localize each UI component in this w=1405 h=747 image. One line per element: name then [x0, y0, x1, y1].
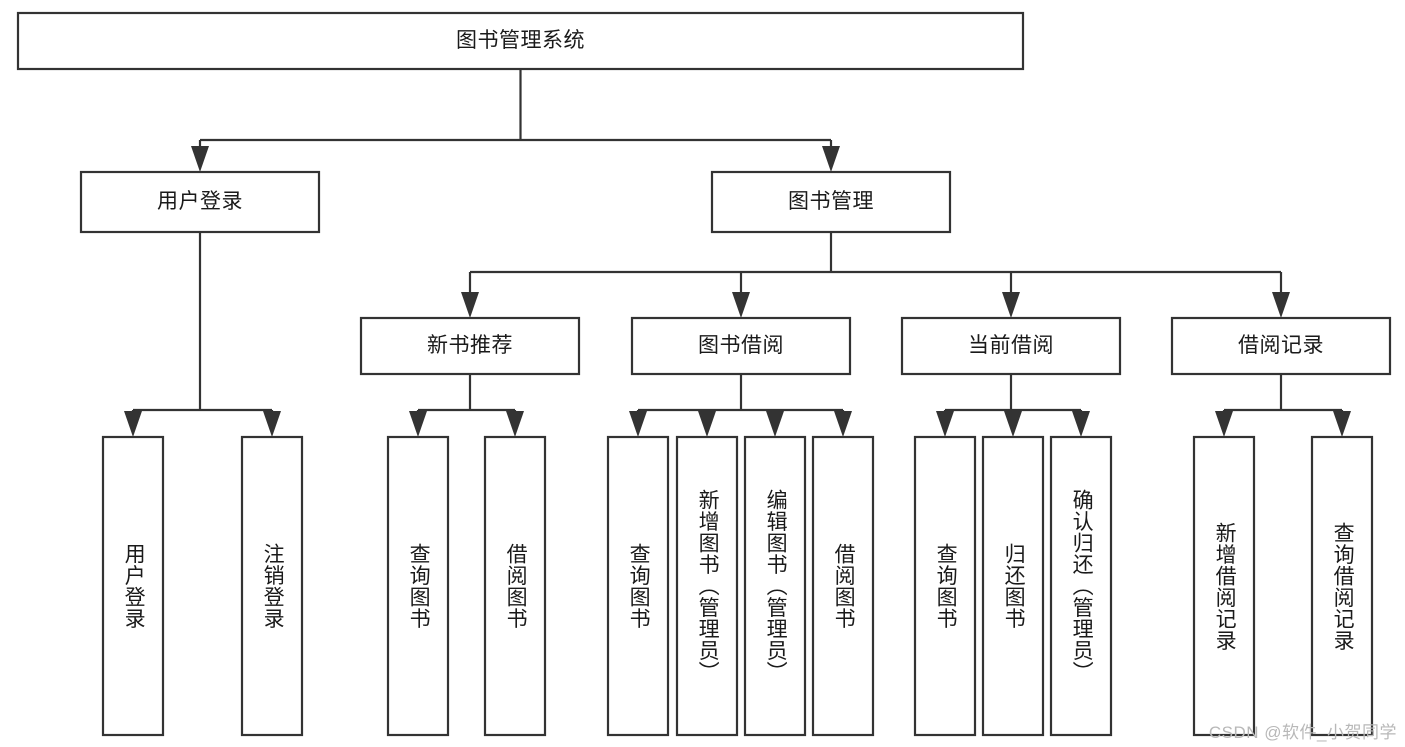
node-box-leaf-7[interactable]	[811, 435, 875, 737]
arrow-down-icon-借阅记录-leaf-0	[1215, 411, 1233, 437]
node-box-leaf-11[interactable]	[1192, 435, 1256, 737]
arrow-down-icon-图书借阅-leaf-0	[629, 411, 647, 437]
arrow-down-icon-level1-1	[822, 146, 840, 172]
node-box-level1-0[interactable]	[79, 170, 321, 234]
node-box-level2-1[interactable]	[630, 316, 852, 376]
node-box-leaf-3[interactable]	[483, 435, 547, 737]
arrow-down-icon-level2-0	[461, 292, 479, 318]
arrow-down-icon-图书借阅-leaf-3	[834, 411, 852, 437]
arrow-down-icon-当前借阅-leaf-1	[1004, 411, 1022, 437]
node-box-leaf-0[interactable]	[101, 435, 165, 737]
node-boxes-group	[16, 11, 1392, 737]
arrow-down-icon-图书借阅-leaf-2	[766, 411, 784, 437]
node-box-level2-0[interactable]	[359, 316, 581, 376]
arrow-down-icon-level2-1	[732, 292, 750, 318]
node-box-leaf-5[interactable]	[675, 435, 739, 737]
arrow-down-icon-当前借阅-leaf-2	[1072, 411, 1090, 437]
node-box-root[interactable]	[16, 11, 1025, 71]
arrow-down-icon-level1-0	[191, 146, 209, 172]
arrow-down-icon-当前借阅-leaf-0	[936, 411, 954, 437]
node-box-level2-2[interactable]	[900, 316, 1122, 376]
node-box-leaf-4[interactable]	[606, 435, 670, 737]
arrow-down-icon-level2-2	[1002, 292, 1020, 318]
connector-lines-group	[124, 69, 1351, 437]
node-box-leaf-9[interactable]	[981, 435, 1045, 737]
arrow-down-icon-新书推荐-leaf-0	[409, 411, 427, 437]
arrow-down-icon-level2-3	[1272, 292, 1290, 318]
node-box-leaf-8[interactable]	[913, 435, 977, 737]
node-box-leaf-2[interactable]	[386, 435, 450, 737]
arrow-down-icon-新书推荐-leaf-1	[506, 411, 524, 437]
node-box-leaf-10[interactable]	[1049, 435, 1113, 737]
node-box-leaf-1[interactable]	[240, 435, 304, 737]
arrow-down-icon-图书借阅-leaf-1	[698, 411, 716, 437]
node-box-leaf-12[interactable]	[1310, 435, 1374, 737]
node-box-level2-3[interactable]	[1170, 316, 1392, 376]
node-box-level1-1[interactable]	[710, 170, 952, 234]
csdn-watermark: CSDN @软件_小贺同学	[1208, 723, 1397, 742]
arrow-down-icon-user-leaf-1	[263, 411, 281, 437]
arrow-down-icon-user-leaf-0	[124, 411, 142, 437]
arrow-down-icon-借阅记录-leaf-1	[1333, 411, 1351, 437]
node-box-leaf-6[interactable]	[743, 435, 807, 737]
